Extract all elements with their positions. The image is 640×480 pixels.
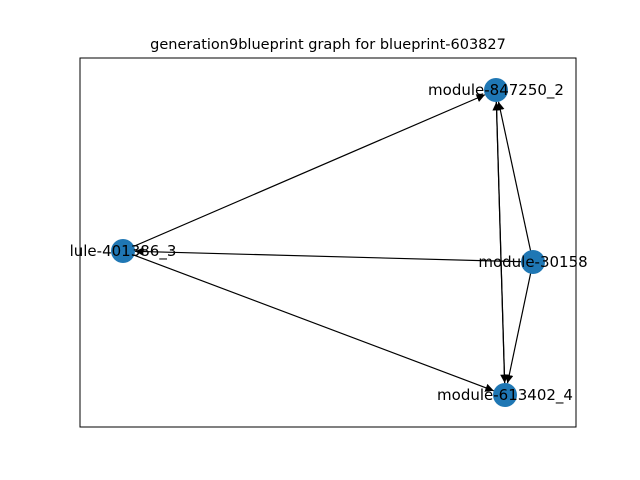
edge-n301-n401: [134, 247, 534, 263]
label-layer: module-847250_2 lule-401386_3 module-30158…: [70, 81, 588, 405]
edge-n301-n847: [496, 101, 534, 263]
plot-frame: [79, 57, 577, 428]
edge-n401-n613: [122, 250, 494, 392]
graph-node-n401: [111, 239, 135, 263]
edge-n847-n613: [495, 89, 509, 384]
edge-layer: [122, 89, 534, 396]
node-label-n401: lule-401386_3: [70, 242, 177, 261]
node-label-n847: module-847250_2: [428, 81, 564, 100]
node-layer: [111, 78, 545, 407]
graph-node-n847: [484, 78, 508, 102]
figure-title: generation9blueprint graph for blueprint…: [150, 37, 506, 53]
edge-n301-n613: [505, 261, 534, 384]
node-label-n613: module-613402_4: [437, 386, 573, 405]
node-label-n301: module-30158: [478, 253, 587, 271]
edge-n401-n847: [122, 94, 486, 252]
graph-node-n613: [493, 383, 517, 407]
graph-node-n301: [521, 250, 545, 274]
